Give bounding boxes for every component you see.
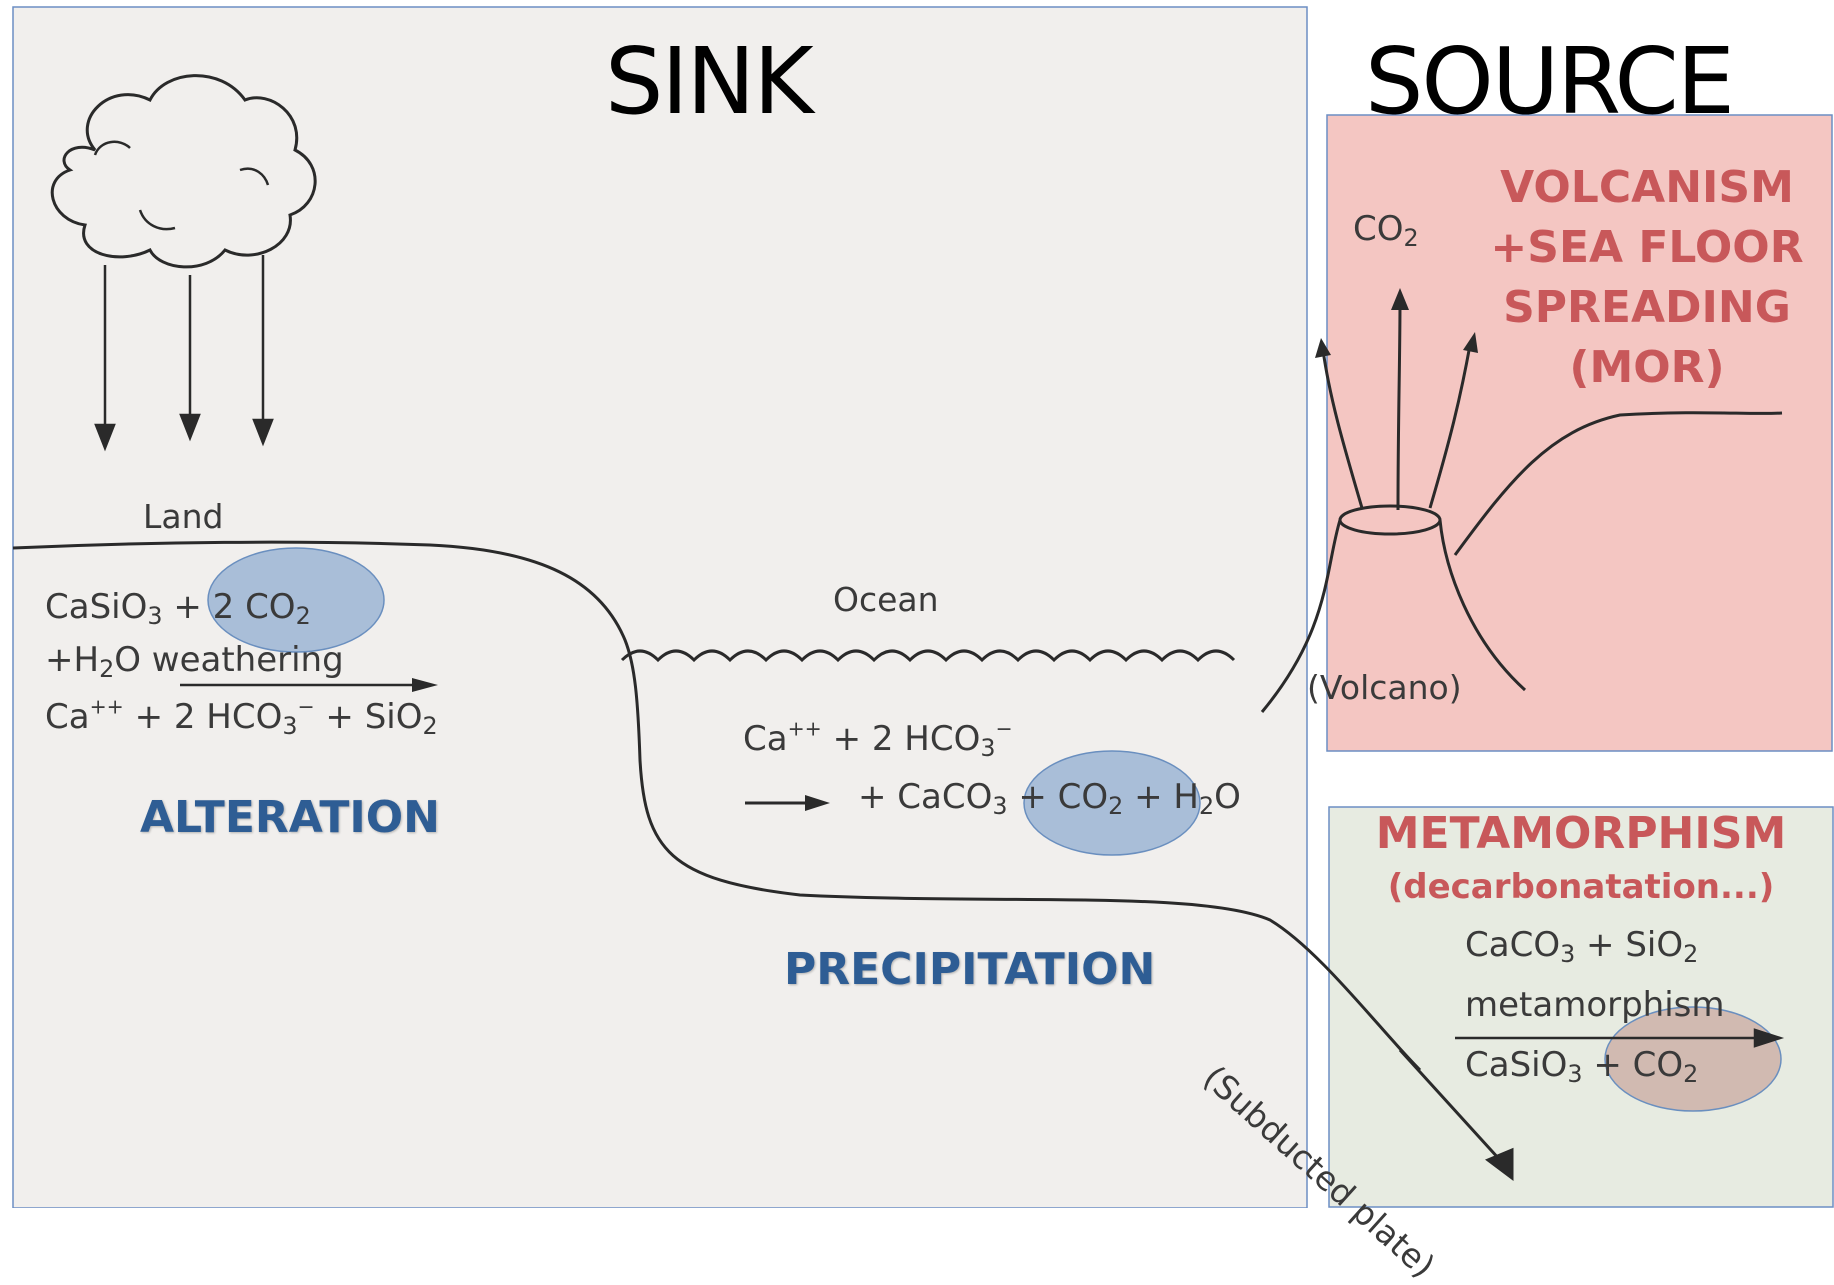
ocean-label: Ocean bbox=[833, 580, 939, 619]
volcanism-line-1: VOLCANISM bbox=[1500, 162, 1794, 213]
source-title: SOURCE bbox=[1365, 28, 1735, 135]
diagram-canvas: SINK SOURCE Land Ocean (Volcano) (Subduc… bbox=[12, 6, 1834, 1285]
land-surface-line bbox=[12, 540, 1422, 1072]
weathering-equation-line2: +H2O weathering bbox=[45, 640, 344, 683]
weathering-reaction-arrow bbox=[180, 678, 438, 692]
precipitation-label: PRECIPITATION bbox=[784, 944, 1156, 995]
volcano-label: (Volcano) bbox=[1307, 668, 1462, 707]
metamorphism-equation-line3: CaSiO3 + CO2 bbox=[1465, 1045, 1699, 1088]
volcanism-label: VOLCANISM +SEA FLOOR SPREADING (MOR) bbox=[1462, 158, 1832, 398]
volcanism-line-3: SPREADING bbox=[1503, 282, 1791, 333]
volcanism-line-2: +SEA FLOOR bbox=[1490, 222, 1804, 273]
metamorphism-equation-line1: CaCO3 + SiO2 bbox=[1465, 925, 1699, 968]
metamorphism-sublabel: (decarbonatation...) bbox=[1387, 867, 1775, 907]
subducted-plate-arrow bbox=[1398, 1048, 1514, 1181]
weathering-equation-line3: Ca++ + 2 HCO3− + SiO2 bbox=[45, 694, 438, 740]
weathering-equation-line1: CaSiO3 + 2 CO2 bbox=[45, 587, 311, 630]
volcano-icon bbox=[1260, 411, 1783, 713]
volcanic-co2-label: CO2 bbox=[1353, 209, 1419, 252]
highlight-weathering-co2 bbox=[207, 547, 385, 653]
precipitation-equation-line1: Ca++ + 2 HCO3− bbox=[743, 716, 1013, 762]
metamorphism-panel bbox=[1328, 806, 1834, 1208]
sink-title: SINK bbox=[605, 28, 814, 135]
rain-arrows-icon bbox=[94, 255, 274, 452]
volcanism-panel bbox=[1326, 114, 1833, 752]
ocean-wave-line bbox=[620, 649, 1236, 663]
precipitation-equation-line2: + CaCO3 + CO2 + H2O bbox=[858, 777, 1241, 820]
highlight-precip-co2 bbox=[1023, 750, 1201, 856]
metamorphism-equation-line2: metamorphism bbox=[1465, 985, 1725, 1025]
highlight-meta-co2 bbox=[1604, 1006, 1782, 1112]
alteration-label: ALTERATION bbox=[140, 792, 441, 843]
co2-outgassing-arrows bbox=[1321, 299, 1472, 511]
cloud-icon bbox=[50, 74, 317, 269]
diagram-drawing bbox=[12, 6, 1834, 1208]
precipitation-reaction-arrow bbox=[745, 795, 830, 811]
land-label: Land bbox=[143, 497, 224, 536]
metamorphism-label: METAMORPHISM bbox=[1375, 808, 1787, 859]
metamorphism-reaction-arrow bbox=[1455, 1028, 1785, 1048]
volcanism-line-4: (MOR) bbox=[1569, 342, 1725, 393]
